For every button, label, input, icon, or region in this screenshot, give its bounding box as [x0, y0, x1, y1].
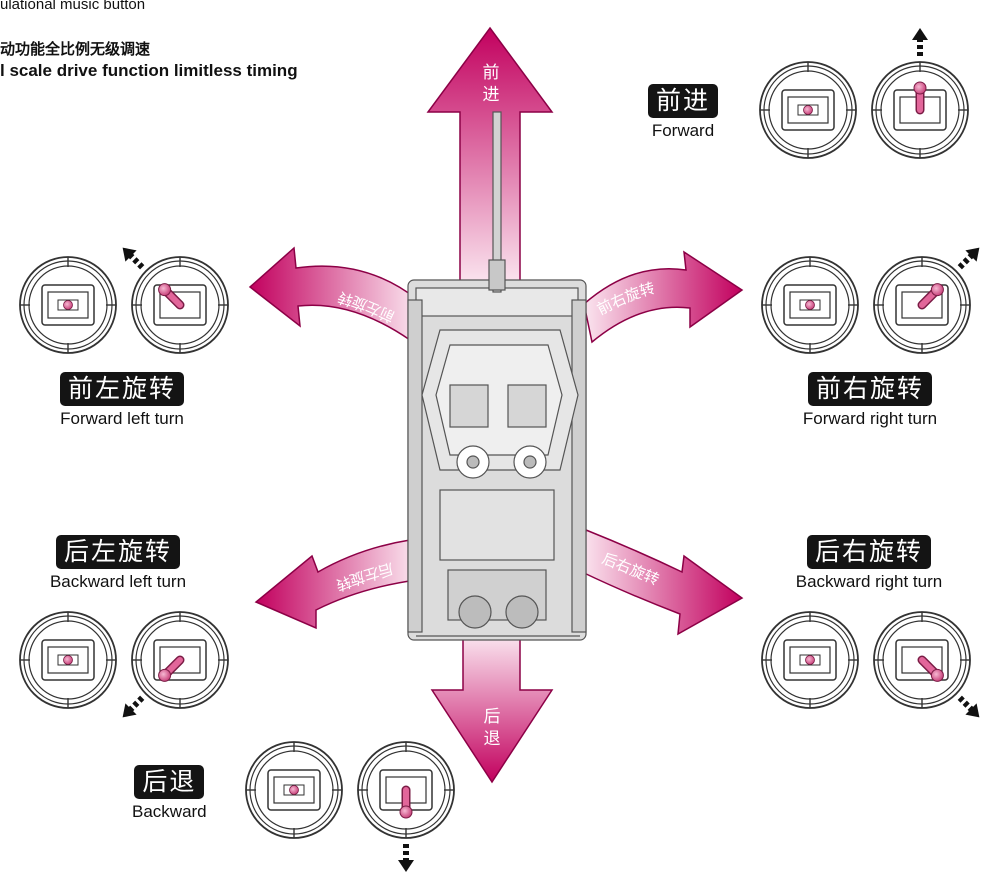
forward-left-left-stick-pad-knob — [63, 300, 73, 310]
forward-left-stick-pad-knob — [803, 105, 813, 115]
forward-left-right-stick-pad — [122, 247, 229, 354]
label-forward-left-zh: 前左旋转 — [59, 372, 184, 406]
backward-left-right-stick-pad-knob — [158, 668, 172, 682]
forward-right-left-stick-pad — [761, 256, 859, 354]
drive-function-title-en: l scale drive function limitless timing — [0, 61, 298, 80]
label-backward: 后退 Backward — [132, 765, 207, 822]
forward-arrow-char1: 前 — [483, 63, 500, 83]
backward-arrow: 后 退 — [430, 634, 554, 784]
backward-arrow-char1: 后 — [484, 707, 501, 727]
label-backward-left-zh: 后左旋转 — [55, 535, 180, 569]
backward-left-left-stick-pad — [19, 611, 117, 709]
forward-right-right-stick-pad-knob — [930, 283, 944, 297]
forward-arrow: 前 进 — [426, 26, 554, 286]
forward-left-left-stick-pad — [19, 256, 117, 354]
forward-right-arrow: 前右旋转 — [583, 250, 744, 344]
tank-illustration — [407, 111, 587, 641]
forward-left-arrow: 前左旋转 — [248, 246, 419, 342]
label-forward-left: 前左旋转 Forward left turn — [42, 372, 202, 429]
label-forward: 前进 Forward — [648, 84, 719, 141]
backward-right-arrow: 后右旋转 — [581, 528, 744, 636]
backward-left-arrow: 后左旋转 — [254, 539, 417, 630]
forward-right-right-stick-pad — [873, 247, 980, 354]
label-forward-right: 前右旋转 Forward right turn — [785, 372, 955, 429]
backward-left-stick-pad-knob — [289, 785, 299, 795]
label-backward-right-en: Backward right turn — [795, 572, 943, 591]
backward-left-right-stick-pad — [122, 611, 229, 718]
forward-right-stick-pad — [871, 28, 969, 159]
backward-left-left-stick-pad-knob — [63, 655, 73, 665]
label-forward-en: Forward — [651, 121, 715, 140]
forward-right-stick-pad-knob — [913, 81, 927, 95]
label-forward-left-en: Forward left turn — [60, 409, 184, 428]
forward-left-right-stick-pad-direction-arrow — [122, 247, 145, 270]
backward-right-right-stick-pad-direction-arrow — [957, 695, 980, 718]
forward-right-stick-pad-direction-arrow — [912, 28, 928, 56]
backward-right-left-stick-pad-knob — [805, 655, 815, 665]
backward-right-stick-pad-direction-arrow — [398, 844, 414, 872]
forward-left-right-stick-pad-knob — [158, 283, 172, 297]
backward-right-left-stick-pad — [761, 611, 859, 709]
label-backward-zh: 后退 — [134, 765, 205, 799]
forward-arrow-char2: 进 — [483, 85, 500, 105]
drive-function-title-zh: 动功能全比例无级调速 — [0, 40, 151, 58]
backward-left-stick-pad — [245, 741, 343, 839]
label-forward-right-en: Forward right turn — [802, 409, 938, 428]
backward-left-right-stick-pad-direction-arrow — [122, 695, 145, 718]
label-backward-right: 后右旋转 Backward right turn — [776, 535, 962, 592]
label-backward-en: Backward — [132, 802, 207, 821]
forward-right-right-stick-pad-direction-arrow — [957, 247, 980, 270]
backward-arrow-char2: 退 — [484, 729, 501, 749]
label-backward-left-en: Backward left turn — [49, 572, 187, 591]
backward-right-right-stick-pad — [873, 611, 980, 718]
label-backward-left: 后左旋转 Backward left turn — [28, 535, 208, 592]
forward-left-stick-pad — [759, 61, 857, 159]
forward-right-left-stick-pad-knob — [805, 300, 815, 310]
label-backward-right-zh: 后右旋转 — [806, 535, 931, 569]
backward-right-stick-pad-knob — [399, 805, 413, 819]
backward-right-stick-pad — [357, 741, 455, 872]
label-forward-right-zh: 前右旋转 — [807, 372, 932, 406]
music-button-caption: ulational music button — [0, 0, 146, 13]
label-forward-zh: 前进 — [648, 84, 719, 118]
backward-right-right-stick-pad-knob — [930, 668, 944, 682]
